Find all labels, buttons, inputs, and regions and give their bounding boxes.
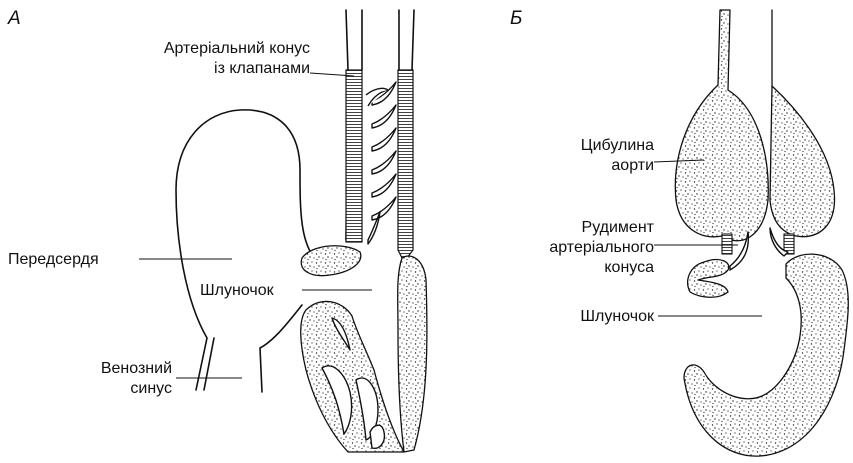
label-conus-line1: Артеріальний конус [164, 40, 310, 57]
label-rudiment-line1: Рудимент [582, 219, 655, 236]
sinus-wall [260, 305, 302, 392]
panel-b: Б Цибулина аорти Рудимент артеріального … [510, 8, 848, 456]
label-bulb-line1: Цибулина [581, 137, 654, 154]
label-sinus-line1: Венозний [101, 360, 172, 377]
label-bulb-line2: аорти [611, 157, 654, 174]
label-rudiment-line2: артеріального [549, 239, 654, 256]
ventricle-fragment [688, 260, 729, 298]
conus-right-wall [398, 70, 413, 262]
label-ventricle-a: Шлуночок [200, 282, 275, 299]
label-ventricle-b: Шлуночок [580, 308, 655, 325]
label-atrium: Передсердя [8, 251, 99, 268]
conus-valves [366, 82, 396, 244]
panel-a: А [7, 8, 427, 452]
aortic-bulb-right [770, 10, 835, 237]
panel-a-label: А [7, 8, 21, 29]
panel-b-label: Б [510, 8, 522, 29]
rudiment-left [722, 234, 732, 254]
label-conus-line2: із клапанами [214, 60, 310, 77]
conus-left-wall [346, 70, 362, 242]
label-sinus-line2: синус [130, 380, 172, 397]
aortic-bulb-left [675, 10, 768, 241]
label-rudiment-line3: конуса [604, 259, 654, 276]
